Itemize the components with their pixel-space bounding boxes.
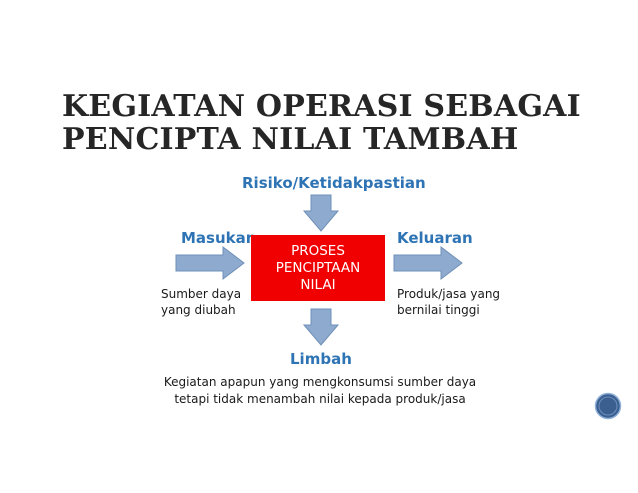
- output-arrow: [393, 245, 463, 281]
- waste-desc-line-1: Kegiatan apapun yang mengkonsumsi sumber…: [163, 375, 477, 389]
- output-label: Keluaran: [397, 229, 473, 247]
- process-line-2: PENCIPTAAN: [275, 259, 361, 276]
- input-desc-line-2: yang diubah: [161, 303, 236, 317]
- slide-title: KEGIATAN OPERASI SEBAGAI PENCIPTA NILAI …: [62, 90, 622, 156]
- process-line-3: NILAI: [300, 276, 336, 293]
- process-box: PROSES PENCIPTAAN NILAI: [251, 235, 385, 301]
- waste-desc-line-2: tetapi tidak menambah nilai kepada produ…: [174, 392, 466, 406]
- input-description: Sumber daya yang diubah: [161, 286, 241, 318]
- waste-label: Limbah: [290, 350, 352, 368]
- waste-description: Kegiatan apapun yang mengkonsumsi sumber…: [150, 374, 490, 408]
- slide-nav-button[interactable]: [594, 392, 622, 420]
- output-description: Produk/jasa yang bernilai tinggi: [397, 286, 500, 318]
- risk-label: Risiko/Ketidakpastian: [242, 174, 426, 192]
- output-desc-line-1: Produk/jasa yang: [397, 287, 501, 301]
- input-desc-line-1: Sumber daya: [161, 287, 242, 301]
- title-line-2: PENCIPTA NILAI TAMBAH: [62, 122, 519, 157]
- process-line-1: PROSES: [291, 242, 345, 259]
- input-arrow: [175, 245, 245, 281]
- risk-down-arrow: [302, 194, 340, 232]
- input-label: Masukan: [181, 229, 257, 247]
- title-line-1: KEGIATAN OPERASI SEBAGAI: [62, 89, 581, 124]
- output-desc-line-2: bernilai tinggi: [397, 303, 480, 317]
- waste-down-arrow: [302, 308, 340, 346]
